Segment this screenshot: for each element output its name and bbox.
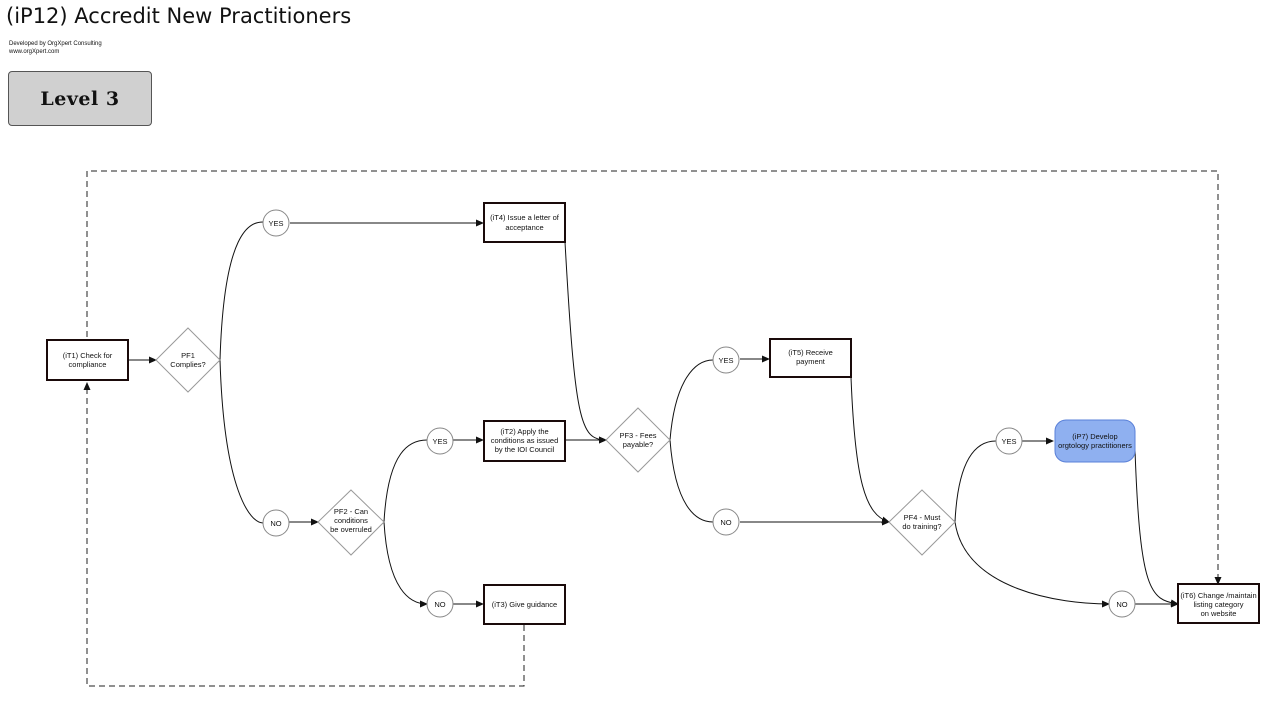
outcome-pf2-yes-label: YES: [432, 437, 447, 446]
subprocess-ip7-develop-practitioners: (iP7) Develop orgtology practitioners: [1054, 419, 1136, 463]
outcome-pf2-no: NO: [426, 590, 454, 618]
task-it4-line2: acceptance: [505, 223, 543, 232]
outcome-pf3-no: NO: [712, 508, 740, 536]
top-loop-line: [86, 170, 1222, 585]
task-it2-apply-conditions: (iT2) Apply the conditions as issued by …: [483, 420, 566, 462]
decision-pf2-line3: be overruled: [330, 525, 372, 534]
task-it6-change-listing: (iT6) Change /maintain listing category …: [1177, 583, 1260, 624]
connector-it5-pf4: [850, 376, 890, 524]
credit-line-website: www.orgXpert.com: [9, 49, 60, 55]
credit-line-company: Developed by OrgXpert Consulting: [9, 41, 102, 47]
decision-pf1-line1: PF1: [181, 351, 195, 360]
outcome-pf3-yes-label: YES: [718, 356, 733, 365]
feedback-loop: [83, 170, 1222, 687]
connector-pf2-yes: [383, 439, 428, 523]
connector-pf4-yes: [954, 440, 997, 523]
outcome-pf2-no-label: NO: [434, 600, 445, 609]
task-it5-line2: payment: [796, 357, 826, 366]
subprocess-ip7-line1: (iP7) Develop: [1072, 432, 1117, 441]
task-it4-line1: (iT4) Issue a letter of: [490, 213, 560, 222]
decision-pf2-conditions-overruled: PF2 - Can conditions be overruled: [317, 489, 385, 556]
connector-it4-pf3: [564, 241, 607, 444]
task-it3-line1: (iT3) Give guidance: [492, 600, 557, 609]
outcome-pf1-yes-label: YES: [268, 219, 283, 228]
task-it2-line2: conditions as issued: [491, 436, 559, 445]
level-badge: Level 3: [8, 71, 152, 126]
task-it1-line1: (iT1) Check for: [63, 351, 113, 360]
task-it6-line3: on website: [1201, 609, 1237, 618]
task-it5-receive-payment: (iT5) Receive payment: [769, 338, 852, 378]
outcome-pf4-yes-label: YES: [1001, 437, 1016, 446]
task-it6-line2: listing category: [1193, 600, 1243, 609]
decision-pf4-line1: PF4 - Must: [904, 513, 942, 522]
outcome-pf4-no-label: NO: [1116, 600, 1127, 609]
task-it6-line1: (iT6) Change /maintain: [1180, 591, 1256, 600]
decision-pf1-complies: PF1 Complies?: [155, 327, 221, 393]
task-it2-line3: by the IOI Council: [495, 445, 555, 454]
developer-credit: Developed by OrgXpert Consulting www.org…: [9, 40, 102, 56]
outcome-pf1-no-label: NO: [270, 519, 281, 528]
outcome-pf2-yes: YES: [426, 427, 454, 455]
bottom-loop-line: [83, 382, 525, 687]
outcome-pf1-yes: YES: [262, 209, 290, 237]
decision-pf4-must-do-training: PF4 - Must do training?: [888, 489, 956, 556]
decision-pf2-line1: PF2 - Can: [334, 507, 368, 516]
decision-pf2-line2: conditions: [334, 516, 368, 525]
task-it4-issue-letter: (iT4) Issue a letter of acceptance: [483, 202, 566, 243]
connector-pf3-yes: [669, 359, 714, 441]
connector-pf3-no: [669, 439, 714, 523]
decision-pf3-line1: PF3 - Fees: [619, 431, 656, 440]
outcome-pf4-no: NO: [1108, 590, 1136, 618]
outcome-pf3-yes: YES: [712, 346, 740, 374]
connector-pf1-no: [219, 359, 264, 524]
task-it1-line2: compliance: [69, 360, 107, 369]
connector-ip7-it6: [1134, 449, 1179, 607]
connector-pf1-yes: [219, 221, 264, 361]
subprocess-ip7-line2: orgtology practitioners: [1058, 441, 1132, 450]
decision-pf1-line2: Complies?: [170, 360, 205, 369]
decision-pf4-line2: do training?: [902, 522, 941, 531]
task-it5-line1: (iT5) Receive: [788, 348, 833, 357]
connector-pf4-no: [954, 521, 1110, 608]
task-it1-check-compliance: (iT1) Check for compliance: [46, 339, 129, 381]
decision-pf3-line2: payable?: [623, 440, 653, 449]
task-it3-give-guidance: (iT3) Give guidance: [483, 584, 566, 625]
connector-pf2-no: [383, 521, 428, 608]
decision-pf3-fees-payable: PF3 - Fees payable?: [605, 407, 671, 473]
outcome-pf3-no-label: NO: [720, 518, 731, 527]
outcome-pf1-no: NO: [262, 509, 290, 537]
task-it2-line1: (iT2) Apply the: [500, 427, 548, 436]
outcome-pf4-yes: YES: [995, 427, 1023, 455]
page-title: (iP12) Accredit New Practitioners: [6, 4, 352, 28]
